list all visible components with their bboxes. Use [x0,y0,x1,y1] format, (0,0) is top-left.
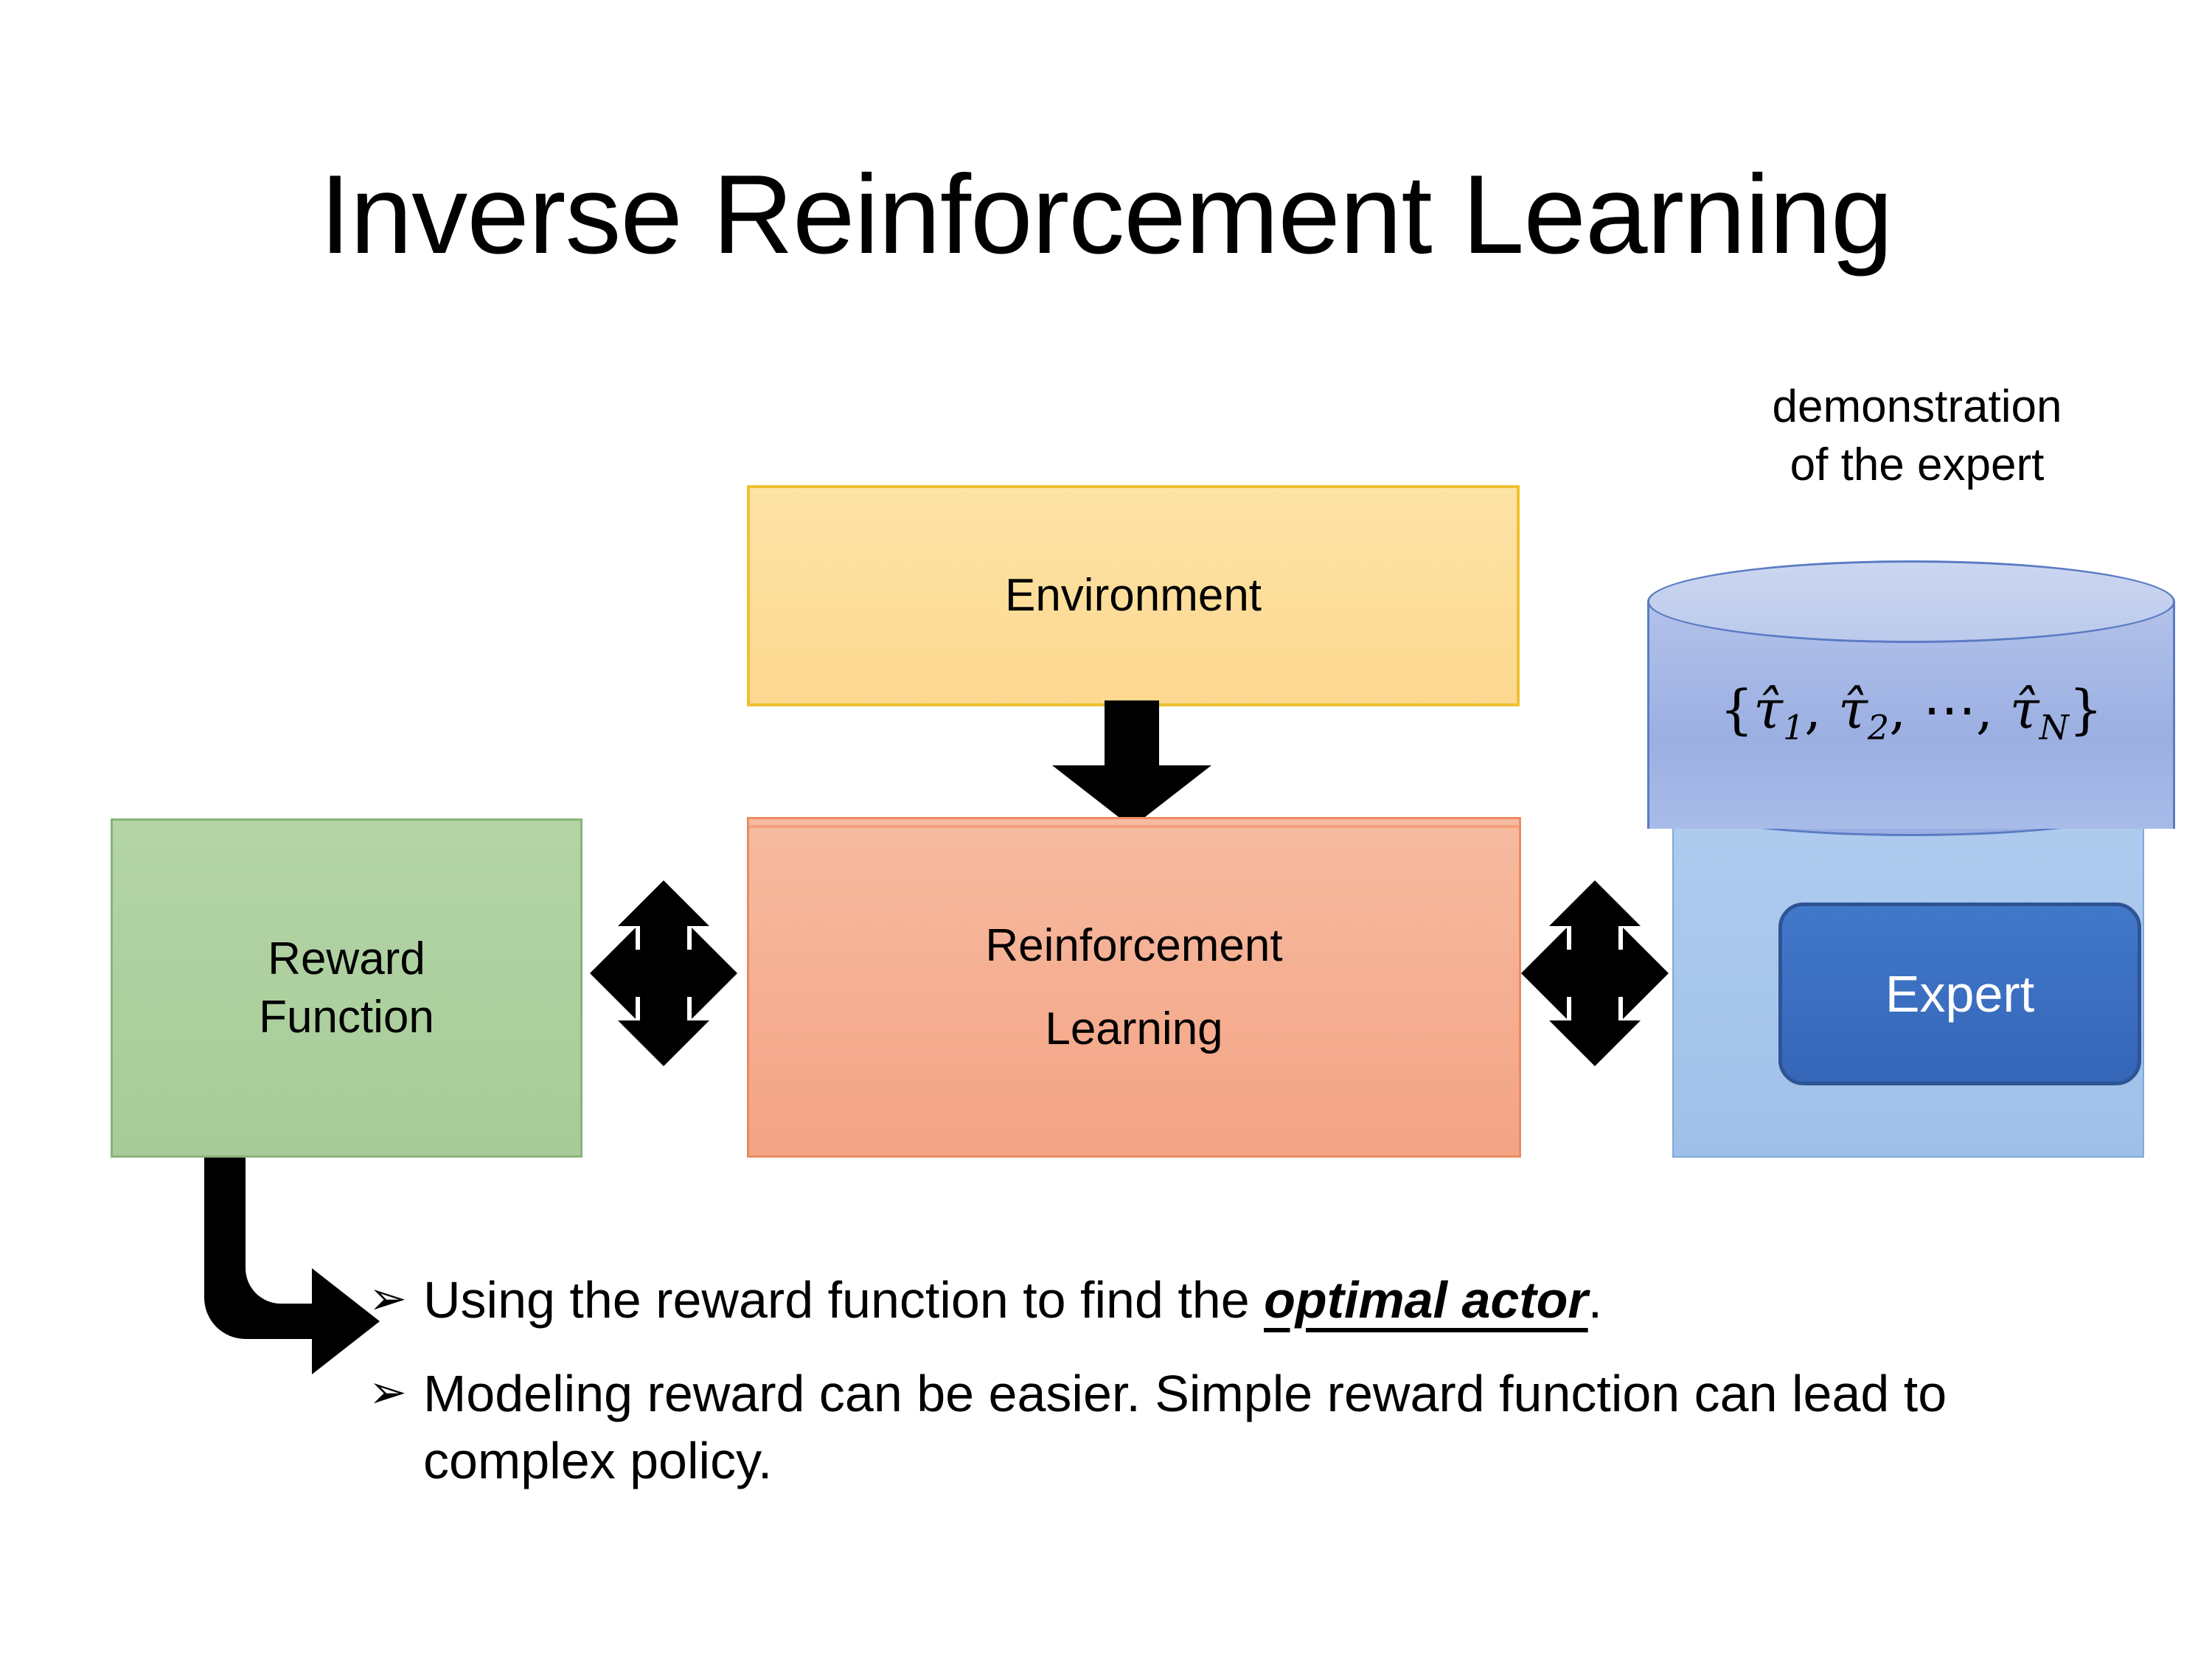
separator-1: , [1804,678,1839,740]
reinforcement-learning-label-line1: Reinforcement [985,919,1283,971]
reward-function-label-line1: Reward [268,933,425,984]
set-close-brace: } [2068,678,2103,740]
bullet-marker-icon: ➢ [369,1273,407,1324]
bullet-2-text-before: Modeling reward can be easier. Simple re… [423,1365,1947,1489]
reinforcement-learning-box: Reinforcement Learning [747,817,1521,1158]
bullet-text-2: Modeling reward can be easier. Simple re… [423,1360,2065,1495]
tau-1-subscript: 1 [1783,707,1805,748]
demonstration-cylinder: {τ̂1, τ̂2, ⋯, τ̂N} [1647,560,2175,870]
tau-n: τ̂ [2009,678,2039,740]
cylinder-top-ellipse [1647,560,2175,643]
separator-2: , ⋯, [1889,678,2010,740]
bullet-item-1: ➢ Using the reward function to find the … [369,1267,2065,1334]
reward-function-box: Reward Function [111,818,582,1158]
bullet-marker-icon: ➢ [369,1367,407,1418]
expert-label: Expert [1885,965,2035,1023]
bullet-list: ➢ Using the reward function to find the … [369,1267,2065,1521]
bullet-1-text-before: Using the reward function to find the [423,1271,1265,1329]
environment-box: Environment [747,485,1520,706]
trajectory-set-label: {τ̂1, τ̂2, ⋯, τ̂N} [1647,678,2175,747]
page-title: Inverse Reinforcement Learning [319,152,1893,277]
reward-function-label-line2: Function [259,992,434,1043]
tau-n-subscript: N [2039,707,2069,748]
rl-expert-link-arrow [1521,877,1669,1069]
demonstration-caption-line1: demonstration [1772,381,2062,432]
bullet-text-1: Using the reward function to find the op… [423,1267,2065,1334]
bullet-item-2: ➢ Modeling reward can be easier. Simple … [369,1360,2065,1495]
demonstration-caption: demonstration of the expert [1644,378,2190,495]
demonstration-caption-line2: of the expert [1790,439,2045,491]
reward-rl-link-arrow [590,877,737,1069]
environment-label: Environment [1004,570,1262,622]
reinforcement-learning-label-line2: Learning [1045,1004,1223,1054]
bullet-1-emphasis: optimal actor [1264,1271,1588,1329]
tau-1: τ̂ [1753,678,1783,740]
bullet-1-text-after: . [1587,1271,1603,1329]
tau-2: τ̂ [1838,678,1868,740]
set-open-brace: { [1719,678,1754,740]
reward-to-bullets-arrow [159,1158,394,1386]
expert-box: Expert [1778,902,2141,1085]
environment-to-rl-arrow [1043,700,1220,827]
tau-2-subscript: 2 [1867,707,1890,748]
